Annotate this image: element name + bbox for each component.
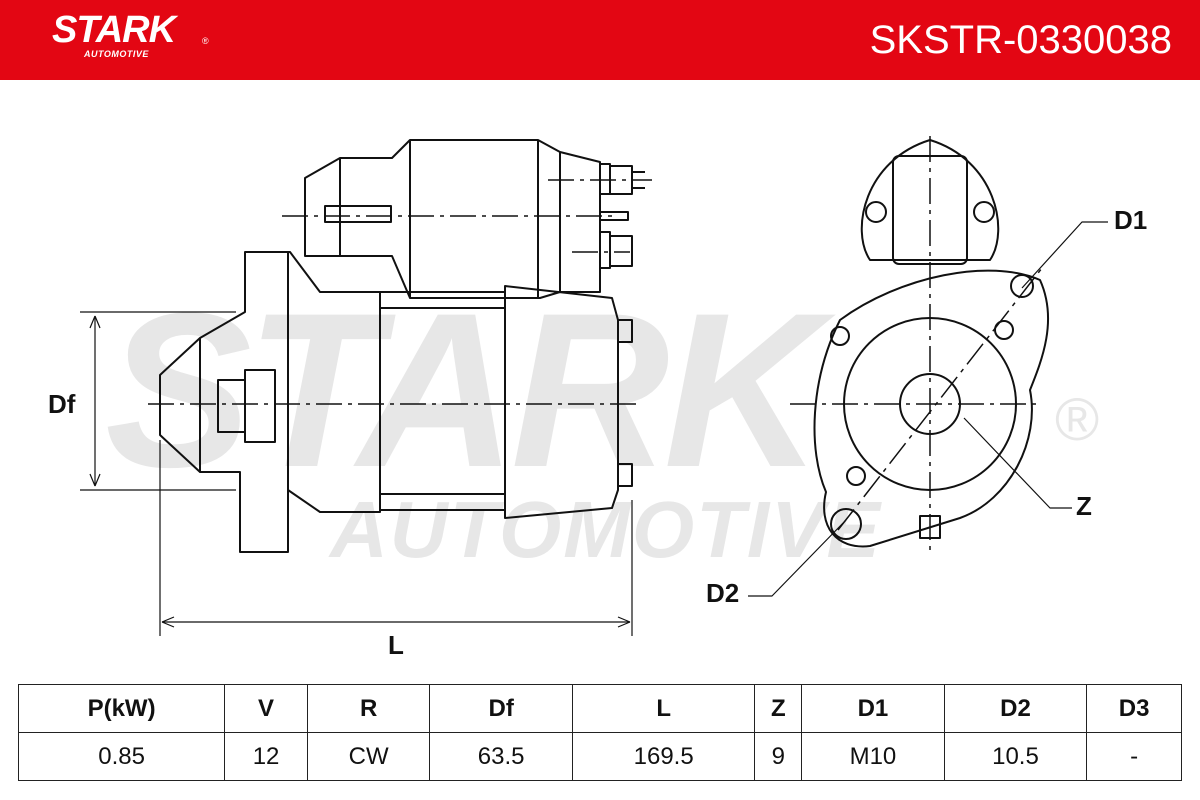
spec-header-d2: D2	[943, 684, 1088, 733]
spec-header-length: L	[571, 684, 756, 733]
spec-header-d1: D1	[801, 684, 945, 733]
spec-header-df: Df	[429, 684, 573, 733]
df-label: Df	[48, 389, 76, 419]
terminal-axis-lines	[548, 179, 652, 253]
dimension-lines	[80, 221, 1108, 636]
d2-label: D2	[706, 578, 740, 608]
solenoid-housing	[304, 139, 601, 299]
spec-header-voltage: V	[224, 684, 308, 733]
spec-header-d3: D3	[1086, 684, 1182, 733]
terminal-upper-stud	[632, 171, 645, 189]
starter-side-view	[159, 139, 645, 553]
df-arrowheads	[89, 315, 101, 487]
spec-table: P(kW) V R Df L Z D1 D2 D3 0.85 12 CW 63.…	[17, 684, 1182, 781]
z-label: Z	[1076, 491, 1092, 521]
l-label: L	[388, 630, 404, 660]
spec-value-df: 63.5	[429, 732, 573, 781]
terminal-upper-base	[599, 163, 611, 195]
technical-drawing: STARK AUTOMOTIVE ®	[0, 80, 1200, 670]
motor-yoke	[379, 291, 506, 511]
mounting-hole-axis	[837, 267, 1043, 531]
d1-label: D1	[1114, 205, 1148, 235]
spec-header-power: P(kW)	[17, 684, 226, 733]
pinion-collar	[244, 369, 276, 443]
end-view-stud	[919, 515, 941, 539]
spec-value-d3: -	[1086, 732, 1182, 781]
l-arrowheads	[161, 616, 631, 628]
terminal-strap	[600, 211, 629, 221]
solenoid-end-cap	[892, 155, 968, 265]
through-bolt-heads	[618, 319, 633, 487]
terminal-lower-nut	[609, 235, 633, 267]
solenoid-end-profile	[860, 139, 1000, 261]
mounting-hole-d2	[830, 508, 862, 540]
drive-end-housing	[159, 251, 381, 553]
center-lines	[148, 136, 1043, 550]
d1-leader	[1021, 221, 1108, 289]
spec-value-length: 169.5	[571, 732, 756, 781]
stark-logo: STARK ® AUTOMOTIVE	[52, 9, 209, 59]
spec-value-d2: 10.5	[943, 732, 1088, 781]
d2-leader	[748, 519, 847, 597]
starter-motor-drawing	[80, 136, 1108, 636]
spec-value-rotation: CW	[306, 732, 431, 781]
df-extension-lines	[80, 311, 236, 491]
spec-header-row: P(kW) V R Df L Z D1 D2 D3	[17, 684, 1182, 733]
flange-boss-lower	[846, 466, 866, 486]
l-extension-lines	[159, 440, 633, 636]
starter-end-view	[813, 139, 1049, 548]
spec-value-row: 0.85 12 CW 63.5 169.5 9 M10 10.5 -	[17, 732, 1182, 781]
header-bar: STARK ® AUTOMOTIVE SKSTR-0330038	[0, 0, 1200, 80]
z-leader	[963, 417, 1072, 509]
pinion-end	[899, 373, 961, 435]
watermark-registered-mark: ®	[1055, 386, 1100, 453]
part-number: SKSTR-0330038	[869, 18, 1172, 62]
terminal-lower-base	[599, 231, 611, 269]
pilot-diameter	[843, 317, 1017, 491]
solenoid-screw-left	[865, 201, 887, 223]
solenoid-screw-right	[973, 201, 995, 223]
logo-registered-mark: ®	[202, 36, 209, 46]
solenoid-bracket	[324, 205, 392, 223]
watermark-brand: STARK	[105, 267, 822, 513]
logo-brand: STARK	[52, 9, 176, 51]
spec-header-teeth: Z	[754, 684, 803, 733]
spec-value-voltage: 12	[224, 732, 308, 781]
mounting-hole-d1	[1010, 274, 1034, 298]
pinion-gear	[217, 379, 246, 433]
yoke-edges	[380, 307, 505, 495]
spec-value-teeth: 9	[754, 732, 803, 781]
commutator-end-cap	[504, 285, 619, 519]
spec-value-d1: M10	[801, 732, 945, 781]
flange-lines	[199, 252, 289, 552]
watermark-subtitle: AUTOMOTIVE	[330, 485, 882, 574]
spec-header-rotation: R	[306, 684, 431, 733]
mounting-flange	[813, 269, 1049, 548]
flange-boss-upper	[830, 326, 850, 346]
solenoid-dividers	[409, 140, 561, 298]
spec-value-power: 0.85	[17, 732, 226, 781]
logo-subtitle: AUTOMOTIVE	[84, 49, 149, 59]
flange-boss-right	[994, 320, 1014, 340]
